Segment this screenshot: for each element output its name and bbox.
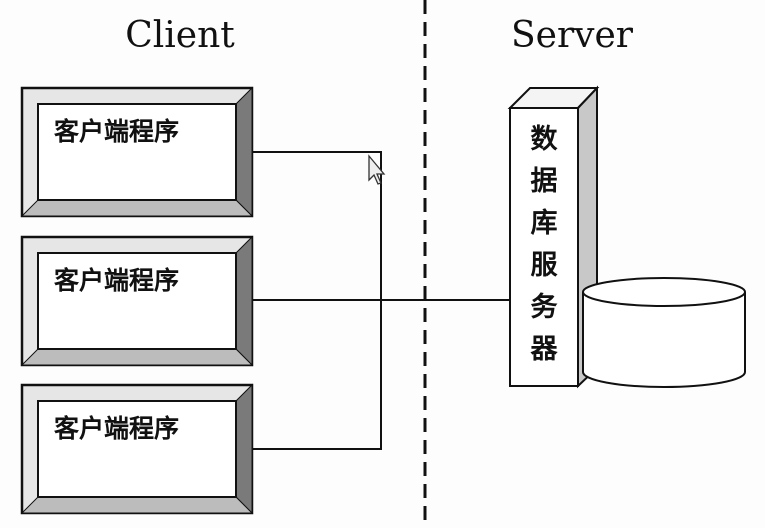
client-program-label: 客户端程序 [54,117,179,146]
server-label-char: 服 [531,250,559,281]
database-cylinder-icon [582,277,746,388]
connector-lines [252,151,510,450]
server-label-char: 据 [531,166,558,197]
server-label-char: 务 [531,292,558,323]
client-program-box: 客户端程序 [20,383,254,515]
server-title: Server [511,15,634,56]
client-program-label: 客户端程序 [54,266,179,295]
server-label-char: 数 [531,124,559,155]
mouse-cursor-icon [368,154,386,185]
client-program-box: 客户端程序 [20,86,254,218]
client-program-label: 客户端程序 [54,414,179,443]
client-program-box: 客户端程序 [20,235,254,367]
client-title: Client [125,15,235,56]
server-label-char: 库 [531,208,558,239]
server-label-char: 器 [530,334,559,365]
